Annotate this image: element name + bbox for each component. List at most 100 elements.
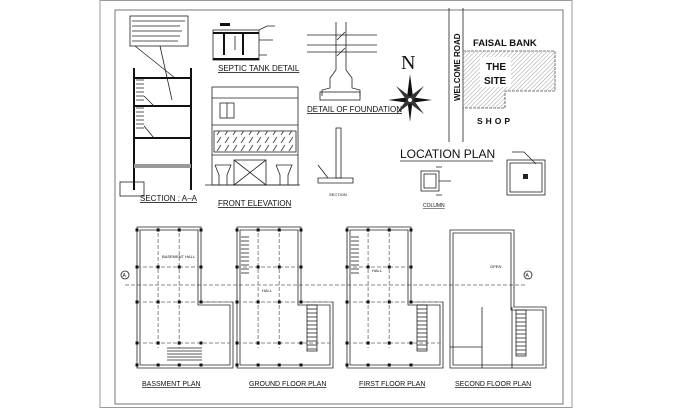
plan-outline [236,226,334,369]
column-mark [235,228,239,232]
column-mark [299,300,303,304]
section-marker-left: A [120,270,130,280]
wall-section-label: SECTION [329,192,347,197]
room-label: BASEMENT HALL [162,254,196,259]
column-detail: COLUMN [420,166,451,209]
column-mark [387,341,391,345]
footing-detail [506,151,546,196]
svg-text:A: A [526,273,530,279]
column-mark [156,228,160,232]
column-mark [235,363,239,367]
inner-frame [114,9,564,405]
column-mark [156,363,160,367]
plan-outline [449,229,547,369]
column-mark [256,265,260,269]
column-mark [366,341,370,345]
outer-frame [99,0,573,408]
column-mark [177,363,181,367]
column-mark [366,363,370,367]
column-mark [135,363,139,367]
staircase [515,309,527,357]
wall-section-drawing: SECTION [317,127,354,197]
basement-plan: BASEMENT HALL BASSMENT PLAN [135,226,234,388]
column-mark [345,300,349,304]
plan-label: SECOND FLOOR PLAN [455,381,531,388]
column-mark [156,300,160,304]
column-mark [409,300,413,304]
entrance-steps [167,347,202,361]
column-mark [299,341,303,345]
column-mark [366,265,370,269]
column-mark [235,265,239,269]
column-mark [256,363,260,367]
column-mark [199,363,203,367]
front-elevation-label: FRONT ELEVATION [218,199,292,208]
column-mark [387,363,391,367]
column-mark [409,363,413,367]
staircase [416,304,428,352]
column-mark [277,265,281,269]
column-mark [345,228,349,232]
column-mark [199,341,203,345]
plan-outline [136,226,234,369]
column-mark [135,228,139,232]
room-label: OPEN [490,264,501,269]
column-mark [277,363,281,367]
column-mark [199,228,203,232]
column-mark [387,228,391,232]
column-mark [366,228,370,232]
column-mark [256,300,260,304]
section-notes-box [129,15,189,47]
column-mark [345,265,349,269]
septic-label: SEPTIC TANK DETAIL [218,64,300,73]
location-plan: WELCOME ROAD FAISAL BANK THE SITE SHOP L… [400,8,556,162]
staircase [241,236,249,274]
column-mark [156,341,160,345]
column-mark [277,300,281,304]
column-mark [199,300,203,304]
foundation-drawing: DETAIL OF FOUNDATION [307,22,402,114]
bank-label: FAISAL BANK [473,38,537,49]
column-mark [409,341,413,345]
column-mark [387,300,391,304]
column-mark [135,341,139,345]
staircase [351,236,359,274]
column-mark [156,265,160,269]
svg-text:A: A [123,273,127,279]
second-floor-plan: OPEN SECOND FLOOR PLAN [449,229,547,388]
section-marker-right: A [523,270,533,280]
column-mark [345,363,349,367]
front-elevation-drawing: FRONT ELEVATION [205,86,300,208]
staircase [306,304,318,352]
site-label-1: THE [486,62,506,73]
column-mark [299,228,303,232]
column-mark [177,228,181,232]
column-mark [409,228,413,232]
plan-label: BASSMENT PLAN [142,381,201,388]
column-mark [135,265,139,269]
shop-label: SHOP [477,116,513,126]
location-plan-label: LOCATION PLAN [400,147,495,161]
column-mark [177,265,181,269]
column-mark [235,341,239,345]
column-mark [177,300,181,304]
plan-label: FIRST FLOOR PLAN [359,381,425,388]
column-mark [277,228,281,232]
column-mark [256,341,260,345]
septic-tank-drawing: SEPTIC TANK DETAIL [212,23,300,73]
foundation-label: DETAIL OF FOUNDATION [307,105,402,114]
plan-label: GROUND FLOOR PLAN [249,381,326,388]
column-label: COLUMN [423,203,445,209]
column-mark [299,265,303,269]
column-mark [345,341,349,345]
site-label-2: SITE [484,76,507,87]
column-mark [177,341,181,345]
road-label: WELCOME ROAD [453,33,462,101]
column-mark [409,265,413,269]
column-mark [387,265,391,269]
column-mark [277,341,281,345]
column-mark [299,363,303,367]
